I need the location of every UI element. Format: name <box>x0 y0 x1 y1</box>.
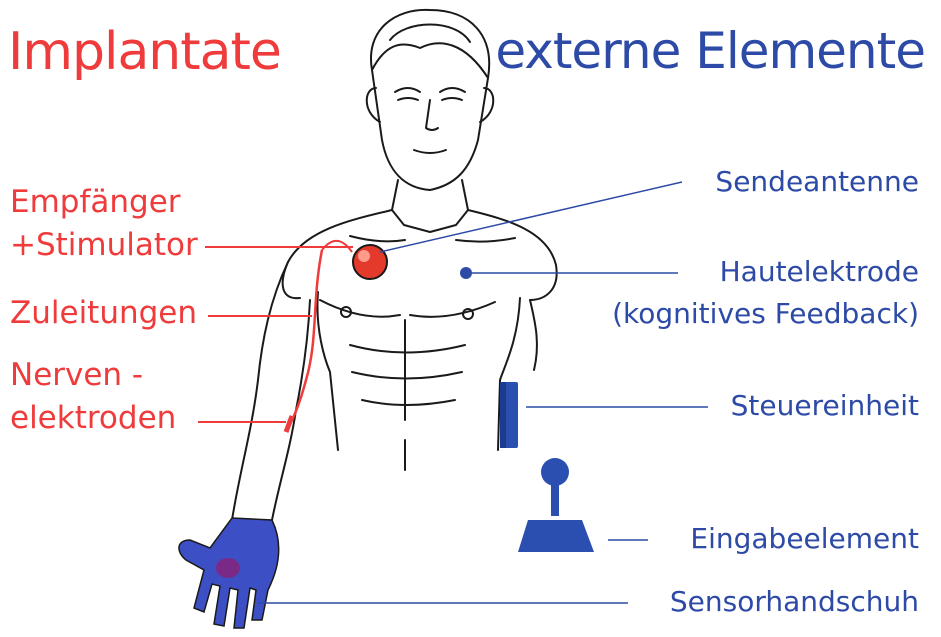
label-leads: Zuleitungen <box>10 298 197 329</box>
label-input-element: Eingabeelement <box>690 525 919 553</box>
label-sensor-glove: Sensorhandschuh <box>670 588 919 616</box>
heading-implants: Implantate <box>8 26 281 78</box>
label-receiver-line2: +Stimulator <box>10 230 198 261</box>
shoulder-right <box>468 210 557 300</box>
label-skin-electrode-line1: Hautelektrode <box>720 258 919 286</box>
skin-electrode <box>460 267 472 279</box>
neck <box>392 180 468 210</box>
label-nerve-line2: elektroden <box>10 403 176 434</box>
arm-left-outer <box>232 262 288 520</box>
label-skin-electrode-line2: (kognitives Feedback) <box>612 300 919 328</box>
label-antenna: Sendeantenne <box>715 168 919 196</box>
implant-connectors <box>198 247 353 422</box>
label-receiver-line1: Empfänger <box>10 187 181 218</box>
torso-left <box>317 292 338 450</box>
lead-wire <box>288 250 322 428</box>
heading-external-elements: externe Elemente <box>495 26 925 76</box>
label-control-unit: Steuereinheit <box>731 392 919 420</box>
receiver-implant <box>353 245 387 279</box>
label-nerve-line1: Nerven - <box>10 360 143 391</box>
joystick-stick <box>551 484 559 516</box>
arm-left-inner <box>272 300 310 520</box>
joystick-base <box>518 520 594 552</box>
nerve-electrode-shape <box>286 416 292 432</box>
receiver-highlight <box>358 250 370 262</box>
hair <box>372 25 488 79</box>
nipple-right <box>463 309 473 319</box>
joystick-knob <box>541 458 569 486</box>
